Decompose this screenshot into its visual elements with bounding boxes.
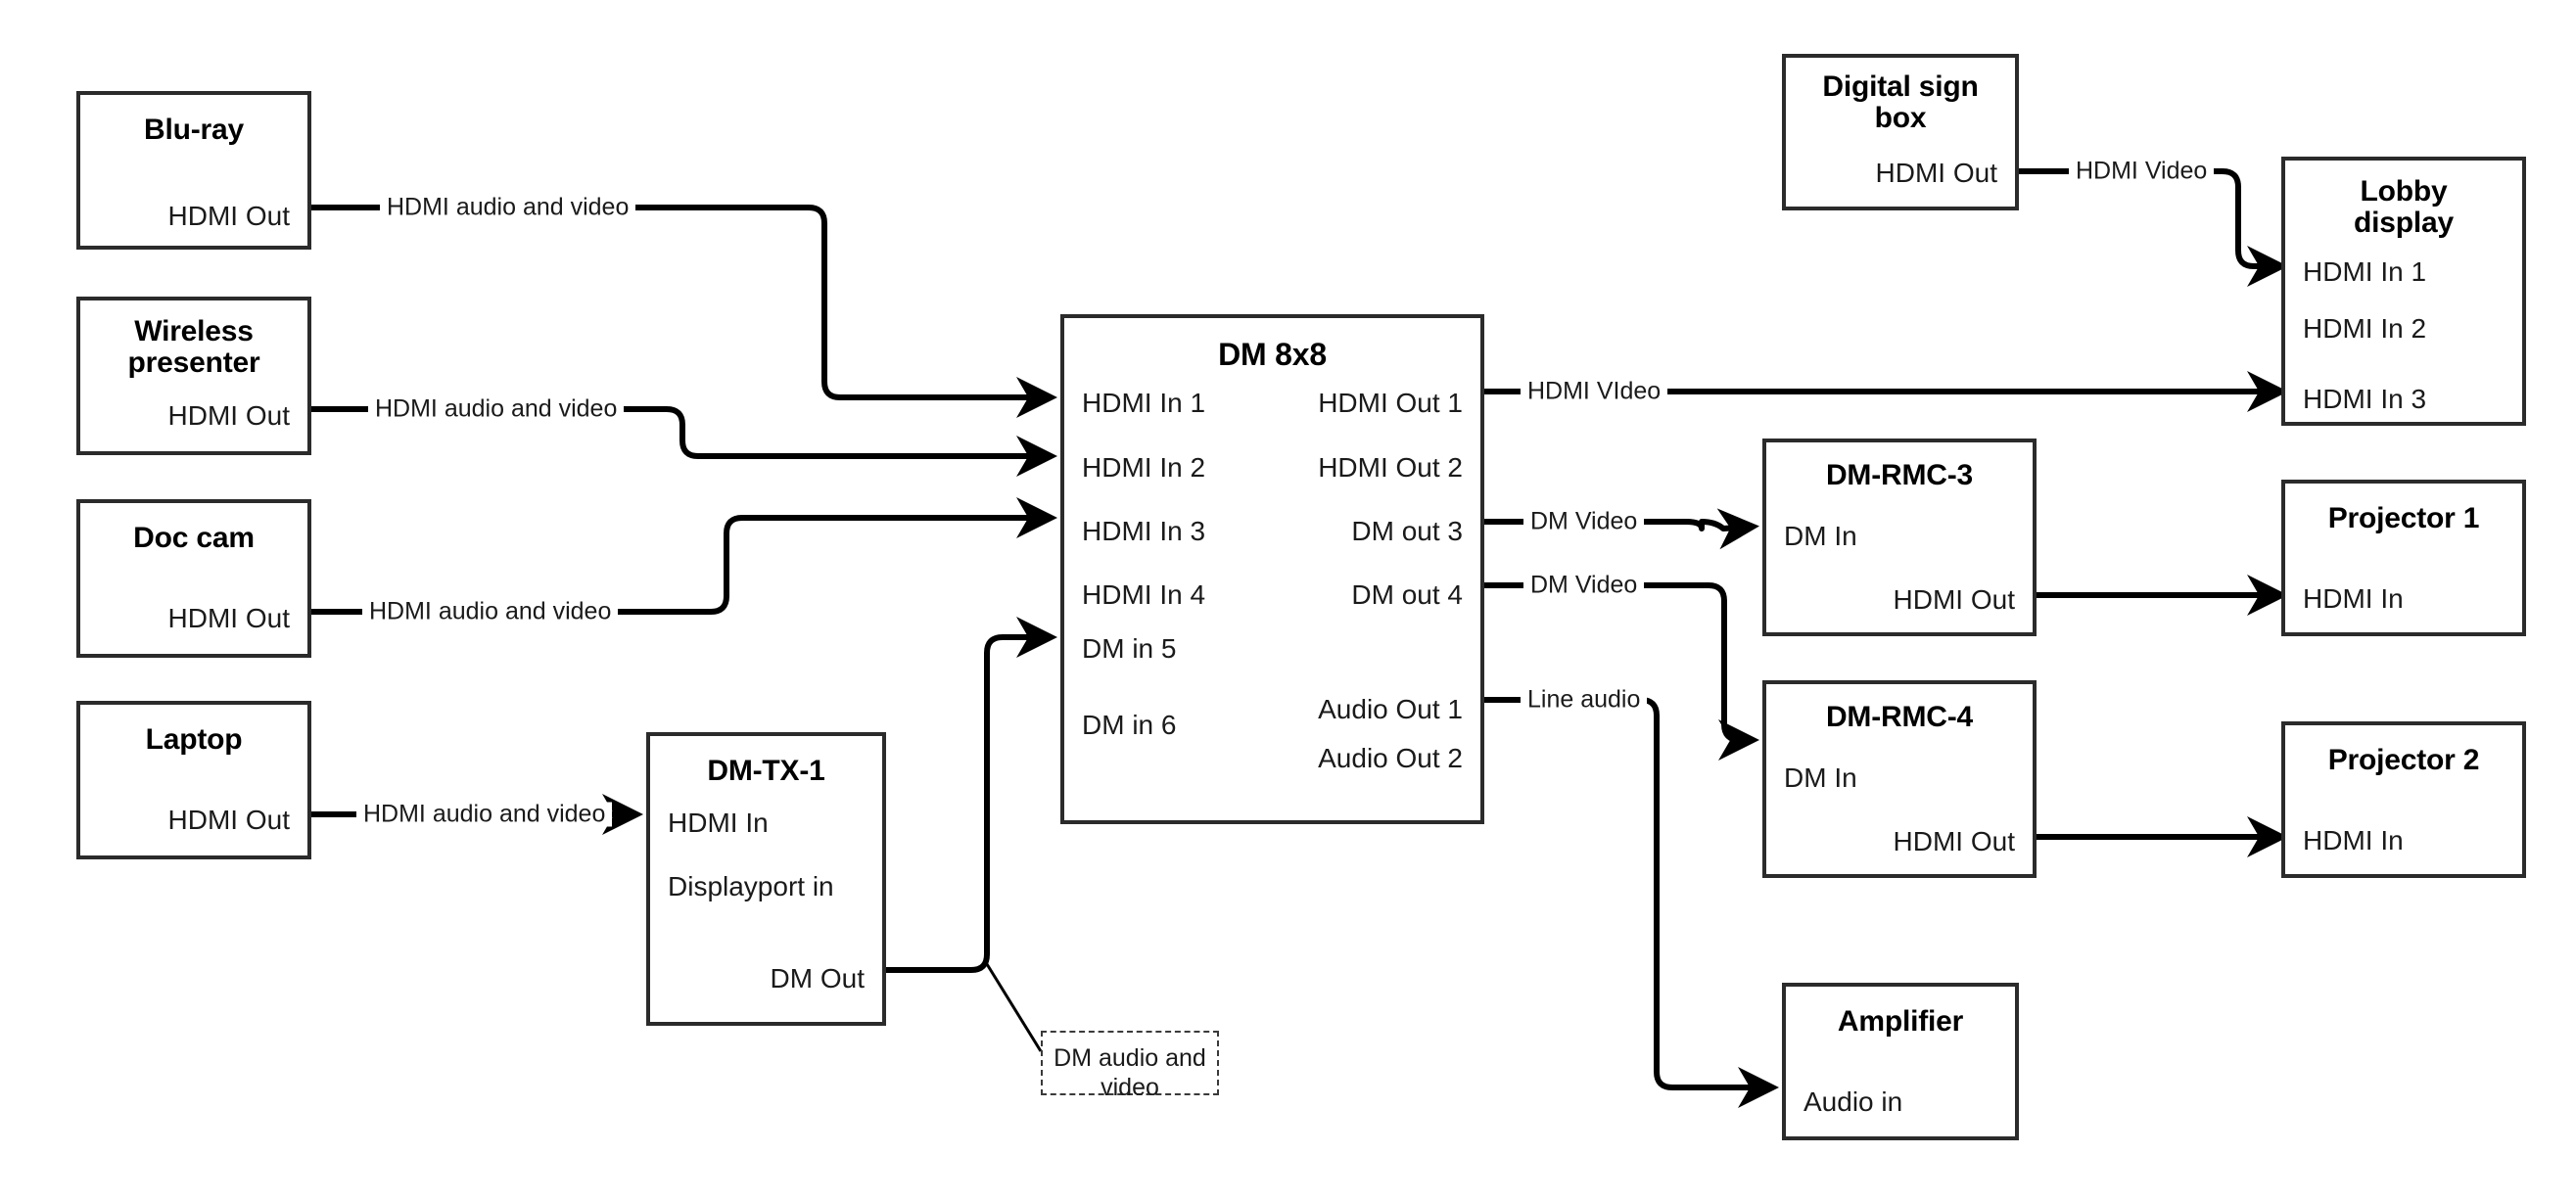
node-dm-rmc-3[interactable]: DM-RMC-3 DM In HDMI Out [1762,439,2037,636]
wire-label-hdmi-out-1: HDMI VIdeo [1521,379,1668,404]
port-hdmi-out[interactable]: HDMI Out [167,400,290,431]
note-dm-audio-and-video: DM audio and video [1041,1031,1219,1101]
port-hdmi-in-2[interactable]: HDMI In 2 [2303,313,2427,344]
node-dm-8x8[interactable]: DM 8x8 HDMI In 1 HDMI In 2 HDMI In 3 HDM… [1060,314,1484,824]
wire-digitalsign-to-lobby [2019,168,2288,287]
port-dm-out[interactable]: DM Out [770,963,865,993]
port-dm-in[interactable]: DM In [1784,521,1857,551]
node-blu-ray[interactable]: Blu-ray HDMI Out [76,91,311,250]
node-title: DM-TX-1 [707,755,825,787]
port-dm-in-6[interactable]: DM in 6 [1082,710,1177,740]
wire-label-doccam: HDMI audio and video [362,599,619,624]
node-title: Projector 1 [2327,502,2480,534]
port-dm-out-4[interactable]: DM out 4 [1351,579,1463,610]
node-laptop[interactable]: Laptop HDMI Out [76,701,311,859]
port-hdmi-in[interactable]: HDMI In [668,808,769,838]
node-dm-rmc-4[interactable]: DM-RMC-4 DM In HDMI Out [1762,680,2037,878]
port-hdmi-out[interactable]: HDMI Out [167,201,290,231]
port-hdmi-in[interactable]: HDMI In [2303,583,2404,614]
node-title: DM-RMC-3 [1825,459,1974,491]
port-hdmi-in[interactable]: HDMI In [2303,825,2404,855]
note-text: DM audio and video [1054,1044,1206,1101]
node-title: DM 8x8 [1218,337,1327,372]
wire-label-laptop: HDMI audio and video [356,802,613,827]
wire-label-dm-out-3: DM Video [1523,509,1645,534]
node-projector-2[interactable]: Projector 2 HDMI In [2281,721,2526,878]
port-hdmi-in-1[interactable]: HDMI In 1 [1082,388,1206,418]
port-hdmi-in-3[interactable]: HDMI In 3 [2303,384,2427,414]
port-audio-out-2[interactable]: Audio Out 2 [1318,743,1463,773]
node-title: Digital sign box [1822,70,1979,135]
wire-dmtx1-to-dm8x8 [886,617,1057,973]
port-hdmi-in-1[interactable]: HDMI In 1 [2303,256,2427,287]
node-title: Doc cam [133,522,255,554]
node-amplifier[interactable]: Amplifier Audio in [1782,983,2019,1140]
wire-bluray-to-dm8x8 [311,205,1057,418]
node-doc-cam[interactable]: Doc cam HDMI Out [76,499,311,658]
wire-label-wireless: HDMI audio and video [368,396,625,422]
wire-label-dm-out-4: DM Video [1523,573,1645,598]
node-title: Wireless presenter [127,315,260,380]
node-title: Lobby display [2354,175,2454,240]
node-projector-1[interactable]: Projector 1 HDMI In [2281,480,2526,636]
node-title: Laptop [145,723,243,756]
port-dm-in[interactable]: DM In [1784,762,1857,793]
node-title: DM-RMC-4 [1825,701,1974,733]
node-wireless-presenter[interactable]: Wireless presenter HDMI Out [76,297,311,455]
port-hdmi-out-1[interactable]: HDMI Out 1 [1318,388,1463,418]
node-title: Projector 2 [2327,744,2480,776]
port-audio-out-1[interactable]: Audio Out 1 [1318,694,1463,724]
port-dm-out-3[interactable]: DM out 3 [1351,516,1463,546]
port-hdmi-out[interactable]: HDMI Out [1893,584,2015,615]
wire-dm8x8-dmout4-to-rmc4 [1484,582,1759,761]
node-title: Amplifier [1837,1005,1964,1038]
wire-label-audio-out-1: Line audio [1521,687,1648,713]
port-hdmi-out[interactable]: HDMI Out [167,805,290,835]
wire-label-bluray: HDMI audio and video [380,195,636,220]
port-hdmi-out-2[interactable]: HDMI Out 2 [1318,452,1463,483]
node-lobby-display[interactable]: Lobby display HDMI In 1 HDMI In 2 HDMI I… [2281,157,2526,426]
port-hdmi-out[interactable]: HDMI Out [167,603,290,633]
port-audio-in[interactable]: Audio in [1803,1086,1903,1117]
port-hdmi-in-3[interactable]: HDMI In 3 [1082,516,1206,546]
port-dm-in-5[interactable]: DM in 5 [1082,633,1177,664]
port-hdmi-out[interactable]: HDMI Out [1875,158,1997,188]
port-hdmi-in-4[interactable]: HDMI In 4 [1082,579,1206,610]
wire-dm8x8-audioout1-to-amplifier [1484,697,1779,1108]
wire-label-digital-sign: HDMI Video [2069,159,2215,184]
node-digital-sign-box[interactable]: Digital sign box HDMI Out [1782,54,2019,210]
port-hdmi-in-2[interactable]: HDMI In 2 [1082,452,1206,483]
port-displayport-in[interactable]: Displayport in [668,871,834,901]
note-leader-line [985,963,1043,1052]
port-hdmi-out[interactable]: HDMI Out [1893,826,2015,856]
node-dm-tx-1[interactable]: DM-TX-1 HDMI In Displayport in DM Out [646,732,886,1026]
node-title: Blu-ray [144,114,244,146]
